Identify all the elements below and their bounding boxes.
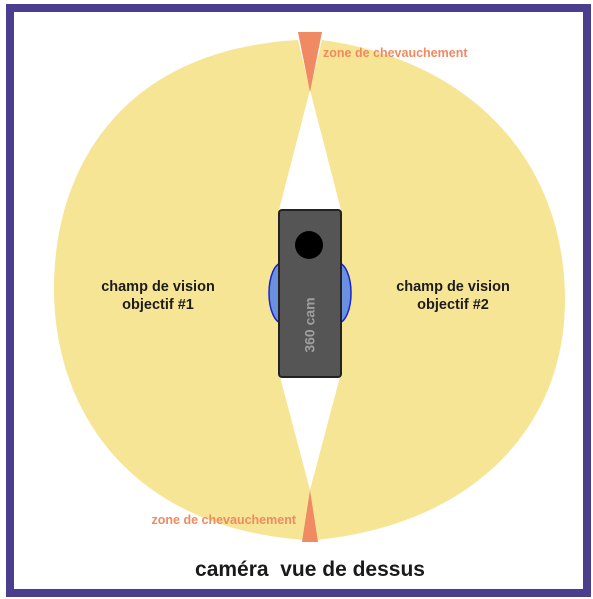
camera-label: 360 cam bbox=[302, 297, 318, 352]
overlap-label-top: zone de chevauchement bbox=[323, 46, 468, 60]
fov-lens-2 bbox=[310, 40, 565, 540]
diagram-caption: caméra vue de dessus bbox=[195, 558, 425, 581]
fov-left-label-line2: objectif #1 bbox=[122, 297, 194, 313]
fov-left-label-line1: champ de vision bbox=[101, 279, 215, 295]
fov-right-label-line2: objectif #2 bbox=[417, 297, 489, 313]
fov-lens-1 bbox=[54, 40, 310, 540]
camera-body bbox=[278, 209, 342, 378]
overlap-zone-top bbox=[298, 32, 322, 92]
overlap-zone-bottom bbox=[302, 490, 318, 542]
overlap-label-bottom: zone de chevauchement bbox=[152, 513, 297, 527]
camera-top-lens bbox=[295, 231, 323, 259]
fov-right-label-line1: champ de vision bbox=[396, 279, 510, 295]
